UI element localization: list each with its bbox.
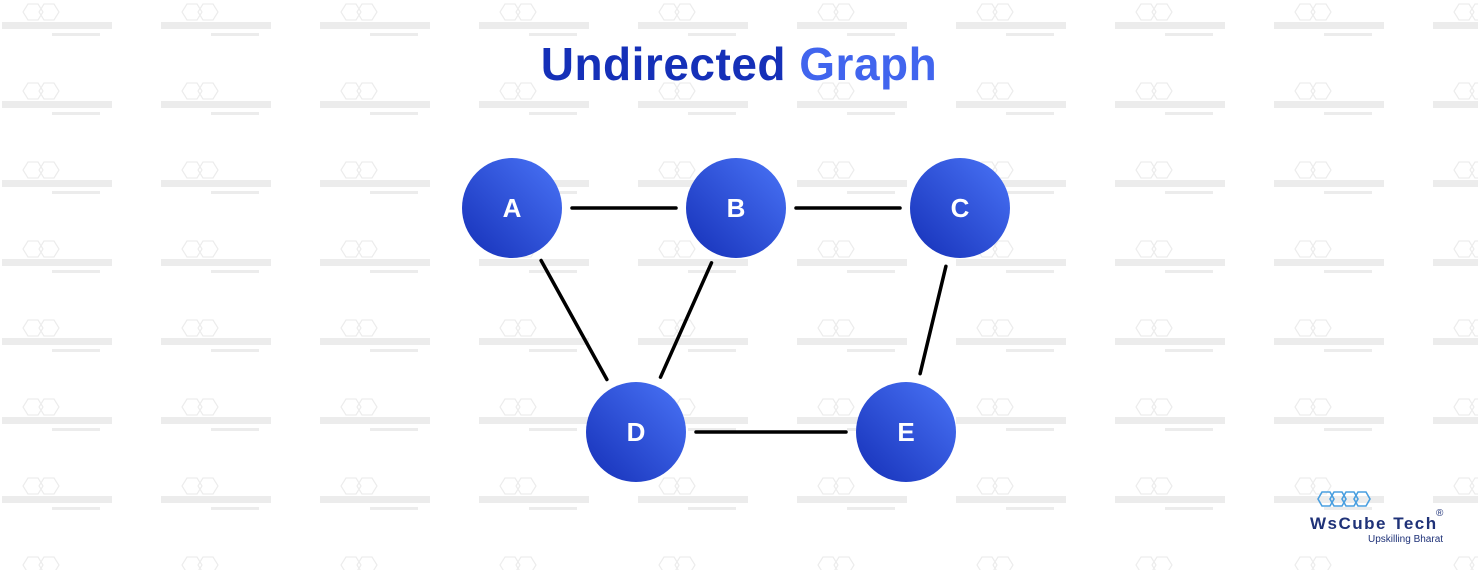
node-label-d: D: [627, 417, 646, 447]
title-word-undirected: Undirected: [540, 38, 786, 90]
node-label-e: E: [897, 417, 914, 447]
node-circle-d: [586, 382, 686, 482]
node-label-c: C: [951, 193, 970, 223]
node-e: E: [856, 382, 956, 482]
edge-c-e: [918, 264, 948, 376]
title-word-graph: Graph: [799, 38, 938, 90]
logo-brand-name: WsCube Tech: [1310, 514, 1438, 533]
node-label-b: B: [727, 193, 746, 223]
node-circle-a: [462, 158, 562, 258]
edge-b-d: [658, 261, 714, 379]
nodes-layer: A B C D E: [462, 158, 1010, 482]
node-circle-b: [686, 158, 786, 258]
node-b: B: [686, 158, 786, 258]
hexagon-logo-icon: [1317, 491, 1371, 507]
node-circle-e: [856, 382, 956, 482]
edges-layer: [539, 206, 948, 434]
logo-tagline: Upskilling Bharat: [1368, 534, 1444, 545]
node-a: A: [462, 158, 562, 258]
page-title: Undirected Graph: [0, 34, 1478, 94]
edge-a-d: [539, 258, 609, 382]
node-label-a: A: [503, 193, 522, 223]
node-d: D: [586, 382, 686, 482]
node-circle-c: [910, 158, 1010, 258]
registered-mark: ®: [1436, 508, 1444, 519]
node-c: C: [910, 158, 1010, 258]
wscube-tech-logo: WsCube Tech ® Upskilling Bharat: [1300, 486, 1460, 550]
